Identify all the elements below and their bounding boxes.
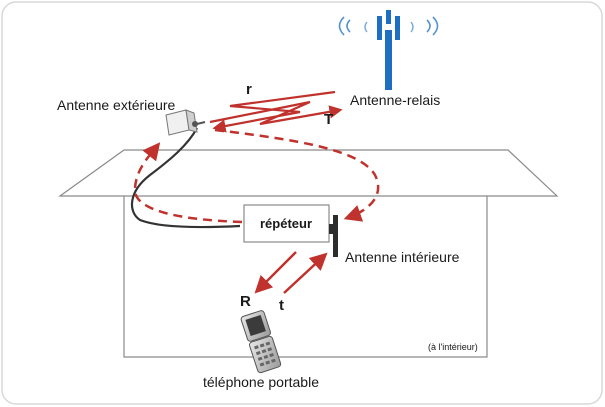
signal-zigzag-T	[209, 100, 343, 126]
inside-note: (à l'intérieur)	[428, 342, 478, 352]
panel-antenna-icon	[165, 109, 206, 136]
phone-label: téléphone portable	[203, 374, 319, 390]
outdoor-antenna-label: Antenne extérieure	[57, 97, 176, 113]
signal-loop-upper	[214, 128, 380, 222]
signal-label-r: r	[246, 81, 252, 98]
flip-phone-icon	[240, 310, 282, 374]
relay-antenna-label: Antenne-relais	[350, 92, 440, 108]
indoor-antenna-label: Antenne intérieure	[345, 249, 460, 265]
signal-R-arrow	[254, 251, 297, 294]
signal-loop-left	[133, 142, 243, 224]
signal-t-arrow	[283, 252, 328, 294]
repeater-box	[243, 204, 330, 243]
rod-antenna-mount	[329, 224, 335, 234]
signal-zigzag-r	[212, 90, 336, 133]
cell-tower-icon	[338, 10, 439, 90]
repeater-label: répéteur	[260, 216, 312, 231]
signal-label-T: T	[324, 111, 333, 128]
antenna-cable	[130, 127, 241, 229]
signal-label-t: t	[279, 297, 284, 314]
rod-antenna-icon	[333, 215, 338, 257]
building-box	[58, 149, 559, 358]
signal-label-R: R	[240, 293, 251, 310]
